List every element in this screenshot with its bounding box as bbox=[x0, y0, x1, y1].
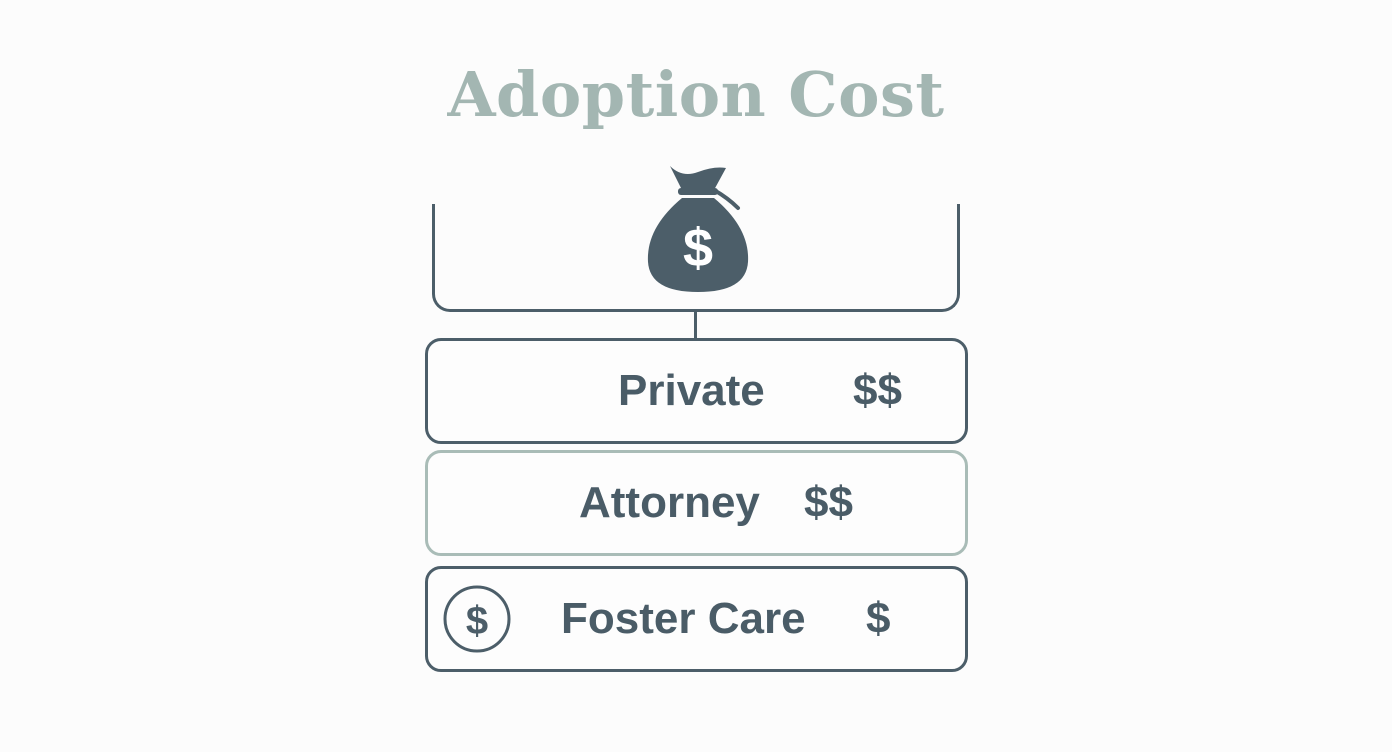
option-cost: $$ bbox=[804, 478, 853, 527]
option-row-private: Private $$ bbox=[425, 338, 968, 444]
option-label: Attorney bbox=[579, 478, 760, 527]
option-label: Foster Care bbox=[561, 594, 806, 643]
option-cost: $$ bbox=[853, 366, 902, 415]
money-bag-icon: $ bbox=[642, 162, 754, 296]
option-cost: $ bbox=[866, 594, 891, 643]
diagram-title: Adoption Cost bbox=[447, 58, 945, 131]
cost-bracket bbox=[432, 204, 960, 312]
coin-dollar-symbol: $ bbox=[466, 599, 488, 643]
bag-dollar-symbol: $ bbox=[683, 218, 713, 278]
option-row-attorney: Attorney $$ bbox=[425, 450, 968, 556]
option-row-foster-care: $ Foster Care $ bbox=[425, 566, 968, 672]
dollar-coin-icon: $ bbox=[442, 584, 512, 654]
connector-line bbox=[694, 311, 697, 339]
option-label: Private bbox=[618, 366, 765, 415]
